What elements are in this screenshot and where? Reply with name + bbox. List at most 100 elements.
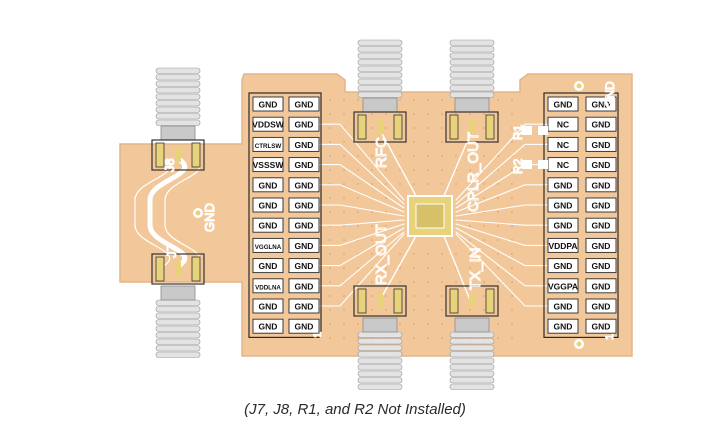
header-pad	[585, 217, 617, 233]
header-pin-label: GND	[554, 180, 573, 190]
header-pin-label: GND	[592, 140, 611, 150]
header-pin-label: NC	[557, 140, 569, 150]
label-pin-one-left: 1	[312, 332, 324, 338]
header-pad	[547, 237, 579, 253]
header-pin-label: GND	[554, 221, 573, 231]
header-pin-label: GND	[259, 180, 278, 190]
header-pad	[585, 116, 617, 132]
label-gnd-right: GND	[603, 81, 617, 108]
header-pin-label: GND	[259, 201, 278, 211]
header-pad	[547, 197, 579, 213]
mounting-holes	[193, 81, 584, 349]
sma-connector-left-bottom	[151, 253, 205, 358]
header-pad	[547, 258, 579, 274]
header-pin-label: VDDPA	[548, 241, 577, 251]
header-pad	[288, 217, 320, 233]
sma-connector-top-rfc	[353, 39, 407, 143]
pcb-board	[119, 73, 633, 357]
header-pin-label: GND	[592, 302, 611, 312]
header-pin-label: GND	[259, 322, 278, 332]
header-pin-label: GND	[295, 180, 314, 190]
sma-connector-top-cplr	[445, 39, 499, 143]
right-pin-header: GNDNCNCNCGNDGNDGNDVDDPAGNDVGGPAGNDGNDGND…	[543, 92, 619, 338]
header-pin-label: GND	[592, 261, 611, 271]
header-pin-label: GND	[259, 261, 278, 271]
sma-connector-bottom-rx	[353, 285, 407, 390]
header-pad	[585, 258, 617, 274]
header-pin-label: VDDLNA	[255, 284, 281, 291]
header-pad	[585, 96, 617, 112]
header-pad	[547, 318, 579, 334]
header-pad	[252, 318, 284, 334]
header-pin-label: GND	[592, 241, 611, 251]
header-pad	[288, 177, 320, 193]
header-pad	[288, 298, 320, 314]
label-rfc: RFC	[373, 137, 390, 168]
label-gnd-left: GND	[202, 203, 217, 232]
header-pin-label: GND	[554, 322, 573, 332]
header-pin-label: VGGPA	[548, 281, 578, 291]
header-pad	[252, 157, 284, 173]
header-pad	[585, 278, 617, 294]
header-pin-label: GND	[592, 201, 611, 211]
label-rx-out: RX_OUT	[373, 224, 390, 285]
header-pin-label: GND	[295, 140, 314, 150]
header-pin-label: GND	[259, 221, 278, 231]
header-pad	[252, 116, 284, 132]
header-pad	[585, 298, 617, 314]
header-pin-label: VGGLNA	[255, 244, 282, 251]
header-pad	[585, 177, 617, 193]
header-pad	[288, 258, 320, 274]
header-pin-label: GND	[592, 221, 611, 231]
header-pin-label: GND	[554, 302, 573, 312]
header-pin-label: GND	[592, 100, 611, 110]
header-pin-label: GND	[295, 261, 314, 271]
header-pad	[252, 136, 284, 152]
header-pad	[252, 197, 284, 213]
header-pad	[585, 136, 617, 152]
resistor-r2-footprint	[522, 160, 548, 169]
header-pad	[547, 136, 579, 152]
header-pin-label: CTRLSW	[255, 143, 282, 150]
header-pad	[288, 278, 320, 294]
header-pad	[547, 298, 579, 314]
header-pad	[547, 116, 579, 132]
header-pad	[585, 237, 617, 253]
header-pin-label: GND	[295, 120, 314, 130]
header-pin-label: GND	[295, 221, 314, 231]
header-pad	[585, 318, 617, 334]
header-pin-label: VDDSW	[252, 120, 285, 130]
header-pin-label: GND	[554, 261, 573, 271]
header-pad	[288, 96, 320, 112]
header-pad	[547, 96, 579, 112]
header-pin-label: GND	[592, 120, 611, 130]
header-pin-label: NC	[557, 120, 569, 130]
label-pin-one-right: 1	[604, 334, 616, 340]
header-pad	[252, 237, 284, 253]
ic-package	[407, 195, 453, 237]
left-pin-header: GND VDDSW CTRLSW VSSSW GND GND GND VGGLNA GND VDD…	[248, 92, 322, 338]
header-pin-label: VSSSW	[253, 160, 285, 170]
header-pad	[288, 197, 320, 213]
header-pad	[252, 217, 284, 233]
header-pin-label: GND	[295, 322, 314, 332]
header-pin-label: GND	[295, 100, 314, 110]
label-tx-in: TX_IN	[467, 247, 484, 290]
header-pin-label: GND	[295, 201, 314, 211]
header-pad	[288, 116, 320, 132]
label-r2: R2	[511, 158, 525, 174]
sma-connector-left-top	[151, 67, 205, 171]
header-pin-label: GND	[554, 100, 573, 110]
resistor-r1-footprint	[522, 126, 548, 135]
signal-traces	[134, 123, 549, 307]
header-pin-label: GND	[592, 180, 611, 190]
header-pad	[252, 258, 284, 274]
silkscreen-layer: J8 GND J7 RFC RX_OUT CPLR_OUT TX_IN R1 R…	[161, 80, 617, 340]
label-r1: R1	[511, 124, 525, 140]
label-cplr-out: CPLR_OUT	[465, 132, 482, 212]
header-pad	[288, 237, 320, 253]
sma-connector-bottom-tx	[445, 285, 499, 390]
header-pin-label: GND	[592, 160, 611, 170]
label-j8: J8	[162, 158, 177, 172]
header-pad	[252, 96, 284, 112]
